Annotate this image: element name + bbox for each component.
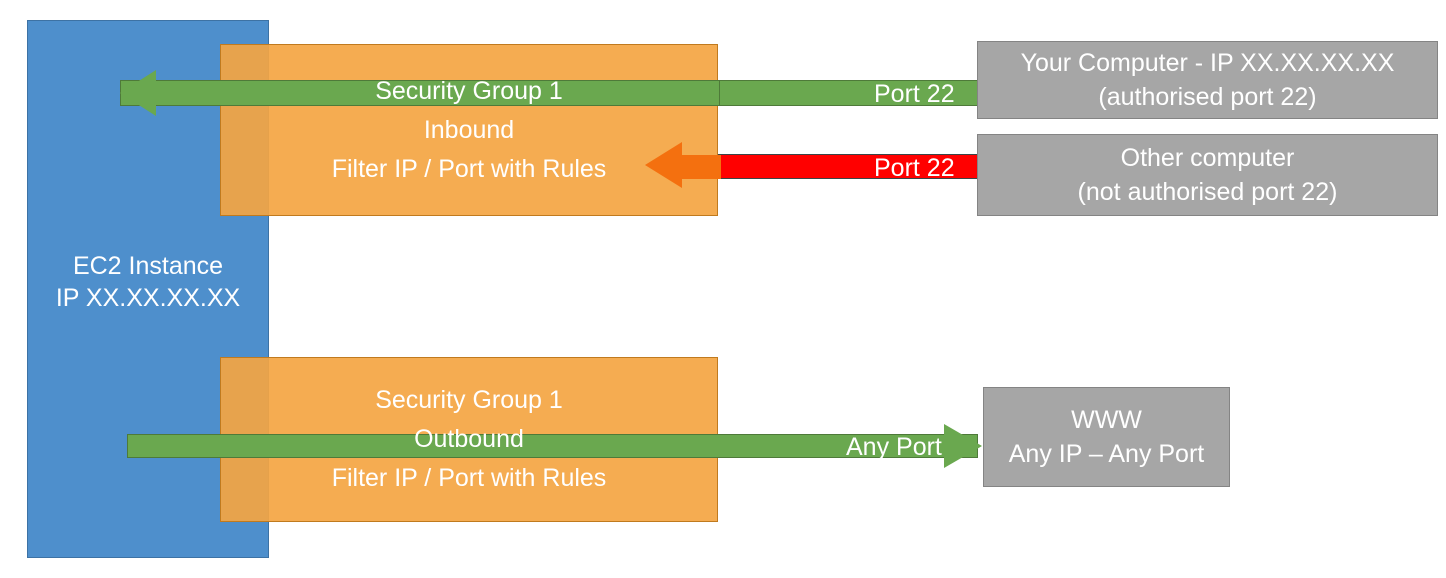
endpoint-www-label: WWW Any IP – Any Port [1008,406,1205,468]
endpoint-other-computer-label: Other computer (not authorised port 22) [1077,144,1338,206]
ec2-instance-label: EC2 Instance IP XX.XX.XX.XX [55,252,241,312]
security-group-inbound-label: Security Group 1 Inbound Filter IP / Por… [331,76,607,183]
port-label-inbound-allowed: Port 22 [874,80,955,108]
outbound-arrowhead-icon [944,424,982,468]
inbound-denied-arrowhead-icon [645,142,682,188]
inbound-denied-shaft [718,154,978,179]
port-label-inbound-denied: Port 22 [874,154,955,182]
endpoint-www-box[interactable]: WWW Any IP – Any Port [983,387,1230,487]
outbound-shaft [127,434,978,458]
inbound-denied-blocked-shaft [681,155,721,179]
security-group-inbound-box[interactable]: Security Group 1 Inbound Filter IP / Por… [220,44,718,216]
endpoint-other-computer-box[interactable]: Other computer (not authorised port 22) [977,134,1438,216]
inbound-allowed-shaft-outer [718,80,978,106]
endpoint-your-computer-box[interactable]: Your Computer - IP XX.XX.XX.XX (authoris… [977,41,1438,119]
port-label-outbound: Any Port [846,433,942,461]
security-group-outbound-label: Security Group 1 Outbound Filter IP / Po… [331,386,607,492]
endpoint-your-computer-label: Your Computer - IP XX.XX.XX.XX (authoris… [1020,49,1395,111]
inbound-allowed-shaft [120,80,720,106]
inbound-allowed-arrowhead-icon [120,70,156,116]
